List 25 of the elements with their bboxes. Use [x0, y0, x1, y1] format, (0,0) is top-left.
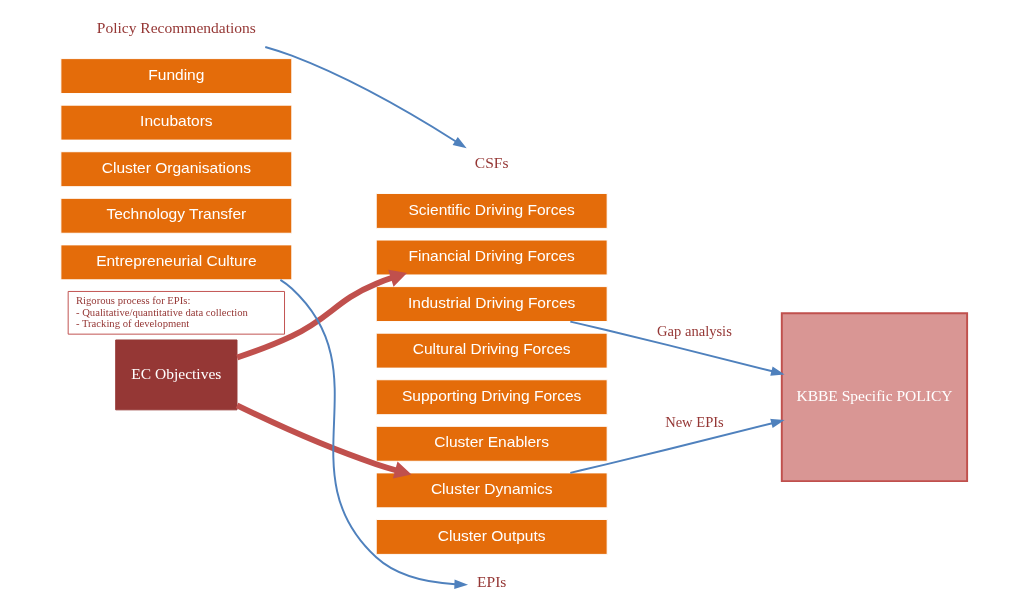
node-box: Scientific Driving Forces	[375, 192, 608, 229]
node-box: Industrial Driving Forces	[375, 286, 608, 323]
node-box: KBBE Specific POLICY	[780, 312, 968, 483]
node-box: Cultural Driving Forces	[375, 332, 608, 369]
node-box: Cluster Organisations	[59, 151, 292, 188]
node-text: Policy Recommendations	[96, 19, 256, 37]
node-box: EC Objectives	[114, 339, 237, 411]
node-box: Cluster Enablers	[375, 425, 608, 462]
node-box: Cluster Outputs	[375, 519, 608, 555]
arrow	[235, 269, 407, 361]
arrow	[235, 402, 411, 479]
node-box: Funding	[59, 58, 292, 94]
node-box: Incubators	[59, 104, 292, 141]
edge-label: Gap analysis	[656, 323, 732, 340]
node-box: Rigorous process for EPIs: - Qualitative/quantitative data collection - Tracking of development	[67, 290, 285, 335]
node-box: Supporting Driving Forces	[375, 379, 608, 416]
arrow	[278, 278, 468, 589]
node-box: Financial Driving Forces	[375, 239, 608, 276]
node-box: Technology Transfer	[59, 197, 292, 234]
node-box: Cluster Dynamics	[375, 472, 608, 509]
node-text: CSFs	[474, 154, 509, 172]
edge-label: New EPIs	[664, 414, 724, 431]
arrow	[263, 46, 467, 149]
node-box: Entrepreneurial Culture	[59, 244, 292, 281]
node-text: EPIs	[476, 573, 506, 591]
